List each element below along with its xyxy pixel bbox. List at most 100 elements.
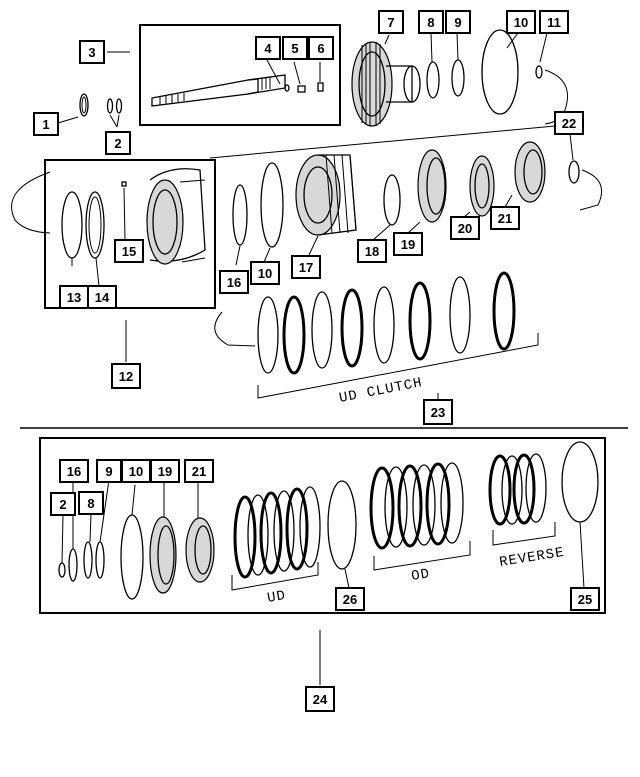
callout-14: 14 (87, 285, 117, 309)
ud-clutch-plate (257, 296, 279, 374)
lower-part-21-retainer (185, 517, 215, 583)
leader-lines (57, 32, 585, 685)
ud-clutch-pack (257, 271, 516, 375)
svg-text:12: 12 (119, 369, 133, 384)
lower-ud-bracket (231, 562, 319, 591)
callout-lower-16: 16 (59, 459, 89, 483)
callout-20: 20 (450, 216, 480, 240)
callout-24: 24 (305, 686, 335, 712)
part-19-piston (417, 149, 447, 223)
lower-reverse-pack (488, 453, 547, 526)
lower-part-2-ring (58, 562, 66, 578)
svg-text:2: 2 (114, 136, 121, 151)
callout-23: 23 (423, 399, 453, 425)
part-9-ring (451, 59, 465, 97)
lower-part-19-piston (149, 516, 177, 594)
connector-line-right-top (544, 69, 568, 125)
svg-text:25: 25 (578, 592, 592, 607)
ud-clutch-disc (492, 271, 516, 351)
part-21-retainer (514, 141, 546, 203)
part-17-clutch-hub (295, 154, 357, 236)
callouts: 1 2 3 4 5 6 7 8 9 10 11 22 15 13 14 16 1… (33, 10, 600, 712)
piston-housing (146, 168, 206, 265)
input-shaft (151, 74, 324, 107)
svg-text:4: 4 (264, 41, 272, 56)
svg-text:10: 10 (129, 464, 143, 479)
svg-text:23: 23 (431, 405, 445, 420)
ud-clutch-disc (282, 295, 306, 375)
connector-line-right-mid (579, 169, 602, 211)
part-8-ring (426, 61, 440, 99)
callout-16: 16 (219, 270, 249, 294)
callout-lower-25: 25 (570, 587, 600, 611)
svg-text:8: 8 (427, 15, 434, 30)
svg-text:3: 3 (88, 45, 95, 60)
callout-15: 15 (114, 239, 144, 263)
callout-18: 18 (357, 239, 387, 263)
part-15-pin (121, 181, 127, 187)
lower-part-16-ring (68, 548, 78, 582)
left-retainer-frame (44, 159, 216, 309)
ud-clutch-plate (311, 291, 333, 369)
svg-text:9: 9 (454, 15, 461, 30)
callout-lower-8: 8 (78, 491, 104, 515)
callout-3: 3 (79, 40, 105, 64)
svg-text:15: 15 (122, 244, 136, 259)
callout-1: 1 (33, 112, 59, 136)
ud-clutch-bracket (257, 333, 539, 399)
callout-lower-26: 26 (335, 587, 365, 611)
part-22-seal (568, 160, 580, 184)
part-25-ring (561, 441, 599, 523)
svg-text:24: 24 (313, 692, 328, 707)
ud-clutch-disc (340, 288, 364, 368)
svg-text:26: 26 (343, 592, 357, 607)
callout-lower-9: 9 (96, 459, 122, 483)
svg-text:10: 10 (258, 266, 272, 281)
svg-text:20: 20 (458, 221, 472, 236)
callout-lower-2: 2 (50, 492, 76, 516)
connector-line-upper (209, 125, 556, 159)
input-shaft-frame (139, 24, 341, 126)
connector-line-ud-pack (214, 311, 256, 347)
svg-text:9: 9 (105, 464, 112, 479)
part-18-snap-ring (383, 174, 401, 226)
lower-reverse-bracket (492, 522, 556, 546)
svg-text:1: 1 (42, 117, 49, 132)
callout-13: 13 (59, 285, 89, 309)
lower-ud-label: UD (266, 588, 287, 607)
lower-ud-pack (233, 486, 321, 579)
callout-lower-10: 10 (121, 459, 151, 483)
ud-clutch-plate (373, 286, 395, 364)
callout-17: 17 (291, 255, 321, 279)
svg-text:5: 5 (291, 41, 298, 56)
part-10-ring-upper (481, 29, 519, 115)
svg-text:16: 16 (67, 464, 81, 479)
lower-part-10-ring (120, 514, 144, 600)
part-1-ring (79, 93, 89, 117)
callout-5: 5 (282, 36, 308, 60)
svg-text:19: 19 (158, 464, 172, 479)
svg-text:14: 14 (95, 290, 110, 305)
lower-od-label: OD (410, 566, 431, 585)
callout-10-top: 10 (506, 10, 536, 34)
callout-11: 11 (539, 10, 569, 34)
callout-12: 12 (111, 363, 141, 389)
lower-part-8-ring (83, 541, 93, 579)
callout-21: 21 (490, 206, 520, 230)
part-2-rings (106, 98, 123, 114)
part-13-ring (61, 191, 83, 259)
lower-part-9-ring (95, 541, 105, 579)
ud-clutch-plate (449, 276, 471, 354)
lower-od-pack (369, 462, 464, 550)
svg-text:16: 16 (227, 275, 241, 290)
ud-clutch-disc (408, 281, 432, 361)
part-20-plate (469, 155, 495, 217)
part-14-plate (85, 191, 105, 259)
callout-7: 7 (378, 10, 404, 34)
ud-clutch-label: UD CLUTCH (338, 375, 424, 407)
svg-text:18: 18 (365, 244, 379, 259)
svg-text:19: 19 (401, 237, 415, 252)
svg-text:21: 21 (192, 464, 206, 479)
callout-19: 19 (393, 232, 423, 256)
